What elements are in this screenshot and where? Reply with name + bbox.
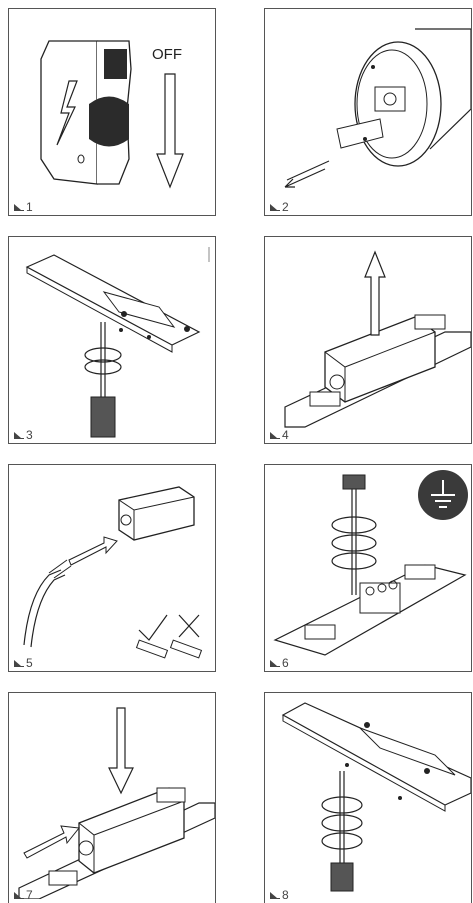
- step-panel-7: 7: [8, 692, 216, 903]
- step-number: 5: [13, 656, 33, 670]
- step-label: 1: [26, 200, 33, 214]
- step-number: 6: [269, 656, 289, 670]
- screwdriver-icon: [14, 203, 24, 211]
- screwdriver-icon: [14, 659, 24, 667]
- step-number: 7: [13, 888, 33, 902]
- step-number: 8: [269, 888, 289, 902]
- step-label: 2: [282, 200, 289, 214]
- step-panel-6: 6: [264, 464, 472, 672]
- screwdriver-icon: [14, 891, 24, 899]
- step-label: 3: [26, 428, 33, 442]
- step-label: 5: [26, 656, 33, 670]
- wire-terminal-illustration: [273, 470, 468, 656]
- step-number: 1: [13, 200, 33, 214]
- step-panel-5: 5: [8, 464, 216, 672]
- screwdriver-icon: [14, 431, 24, 439]
- step-number: 2: [269, 200, 289, 214]
- step-panel-4: 4: [264, 236, 472, 444]
- insert-box-illustration: [18, 707, 215, 899]
- unscrew-illustration: [25, 247, 210, 438]
- step-panel-1: OFF 1: [8, 8, 216, 216]
- cable-insert-illustration: [23, 486, 203, 659]
- step-label: 7: [26, 888, 33, 902]
- off-label: OFF: [152, 46, 182, 63]
- step-panel-8: 8: [264, 692, 472, 903]
- screwdriver-icon: [270, 891, 280, 899]
- screw-in-illustration: [281, 702, 471, 892]
- step-panel-3: 3: [8, 236, 216, 444]
- step-label: 6: [282, 656, 289, 670]
- remove-cover-illustration: [284, 28, 471, 188]
- step-label: 8: [282, 888, 289, 902]
- lift-box-illustration: [284, 250, 471, 428]
- switch-off-illustration: [40, 40, 184, 189]
- step-label: 4: [282, 428, 289, 442]
- screwdriver-icon: [270, 203, 280, 211]
- step-number: 4: [269, 428, 289, 442]
- step-number: 3: [13, 428, 33, 442]
- screwdriver-icon: [270, 659, 280, 667]
- screwdriver-icon: [270, 431, 280, 439]
- step-panel-2: 2: [264, 8, 472, 216]
